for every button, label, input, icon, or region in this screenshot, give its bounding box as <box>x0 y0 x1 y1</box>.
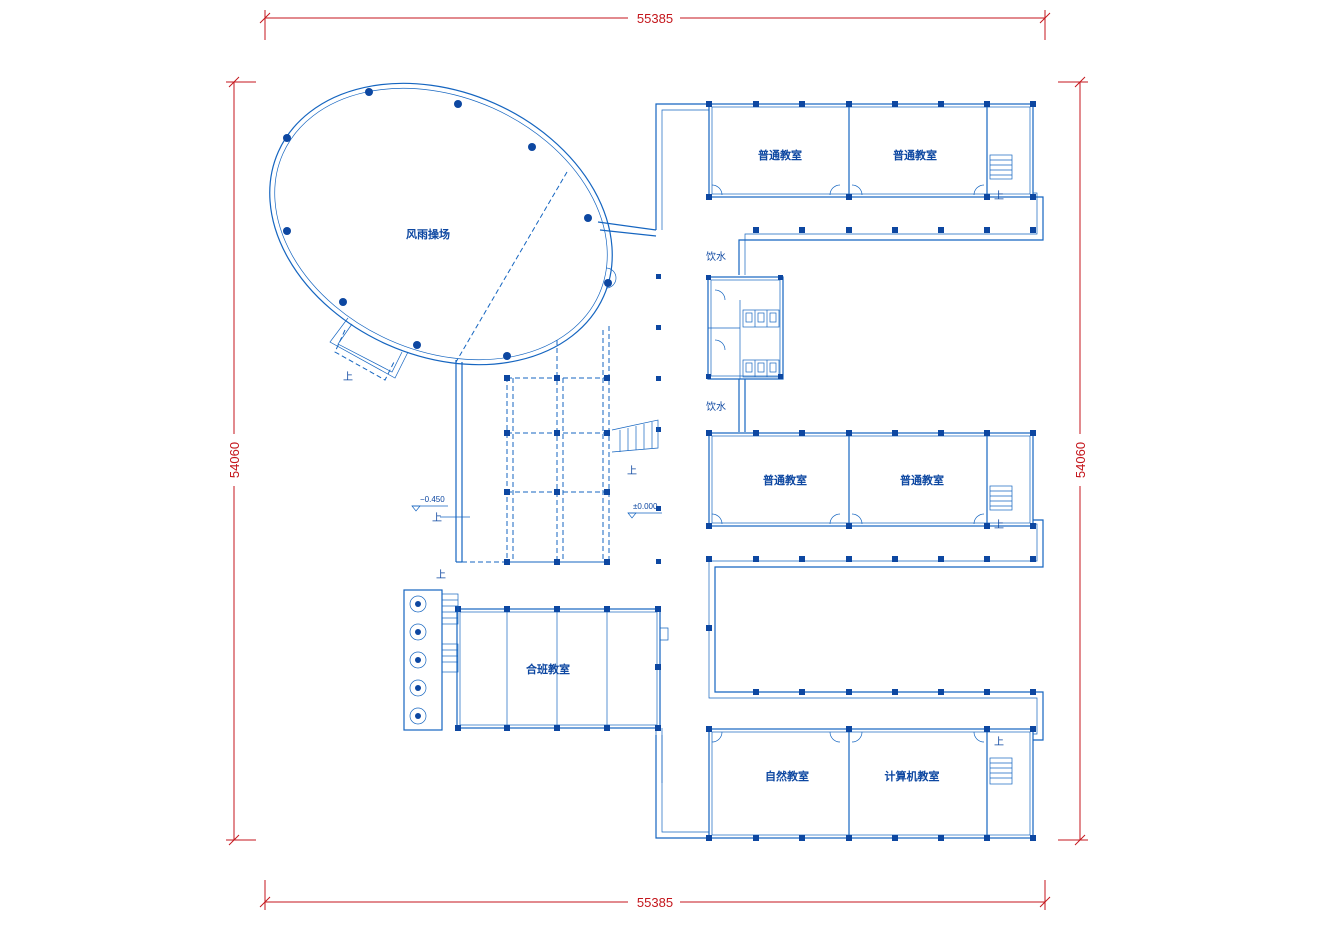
block-lower: 上 自然教室 计算机教室 <box>655 726 1036 841</box>
dimension-right-label: 54060 <box>1073 442 1088 478</box>
stair-middle: 上 <box>989 485 1013 531</box>
stair-up-label-lower: 上 <box>994 736 1004 748</box>
level-mark-minus-label: −0.450 <box>420 495 445 504</box>
dimension-left-label: 54060 <box>227 442 242 478</box>
level-mark-zero-label: ±0.000 <box>633 502 658 511</box>
level-mark-minus: −0.450 上 <box>411 495 470 524</box>
dimension-bottom: 55385 <box>259 880 1051 910</box>
oval-hall: 风雨操场 上 <box>269 82 657 383</box>
stair-up-label-corridor: 上 <box>627 465 637 477</box>
stair-upper: 上 <box>989 154 1013 202</box>
dimension-top-label: 55385 <box>637 11 673 26</box>
combined-classroom: 合班教室 上 <box>403 569 669 783</box>
toilet-block: 饮水 饮水 <box>706 250 784 432</box>
restroom-fixtures <box>403 589 443 731</box>
dimension-top: 55385 <box>259 10 1051 40</box>
stair-up-label-middle: 上 <box>994 519 1004 531</box>
drinking-water-label-top: 饮水 <box>706 250 726 263</box>
room-label-oval-hall: 风雨操场 <box>406 227 450 241</box>
room-label-classroom-2: 普通教室 <box>893 148 937 162</box>
dimension-bottom-label: 55385 <box>637 895 673 910</box>
room-label-classroom-1: 普通教室 <box>758 148 802 162</box>
central-corridor: 上 −0.450 上 ±0.000 <box>411 274 662 565</box>
stair-up-label-combined: 上 <box>436 569 446 581</box>
room-label-classroom-3: 普通教室 <box>763 473 807 487</box>
room-label-science: 自然教室 <box>765 769 809 783</box>
block-middle: 上 普通教室 普通教室 <box>706 430 1044 741</box>
stair-up-label-upper: 上 <box>994 190 1004 202</box>
dimension-left: 54060 <box>226 76 256 846</box>
dimension-right: 54060 <box>1058 76 1088 846</box>
room-label-computer: 计算机教室 <box>885 769 940 783</box>
stair-up-label-hall: 上 <box>343 371 353 383</box>
block-upper: 上 普通教室 普通教室 <box>655 101 1044 275</box>
room-label-combined: 合班教室 <box>526 662 570 676</box>
stair-up-label-minus: 上 <box>432 512 442 524</box>
combined-stair: 上 <box>436 569 459 673</box>
drinking-water-label-bottom: 饮水 <box>706 400 726 413</box>
stair-lower: 上 <box>989 736 1013 785</box>
corridor-stair: 上 <box>611 419 659 477</box>
level-mark-zero: ±0.000 <box>627 502 662 519</box>
room-label-classroom-4: 普通教室 <box>900 473 944 487</box>
